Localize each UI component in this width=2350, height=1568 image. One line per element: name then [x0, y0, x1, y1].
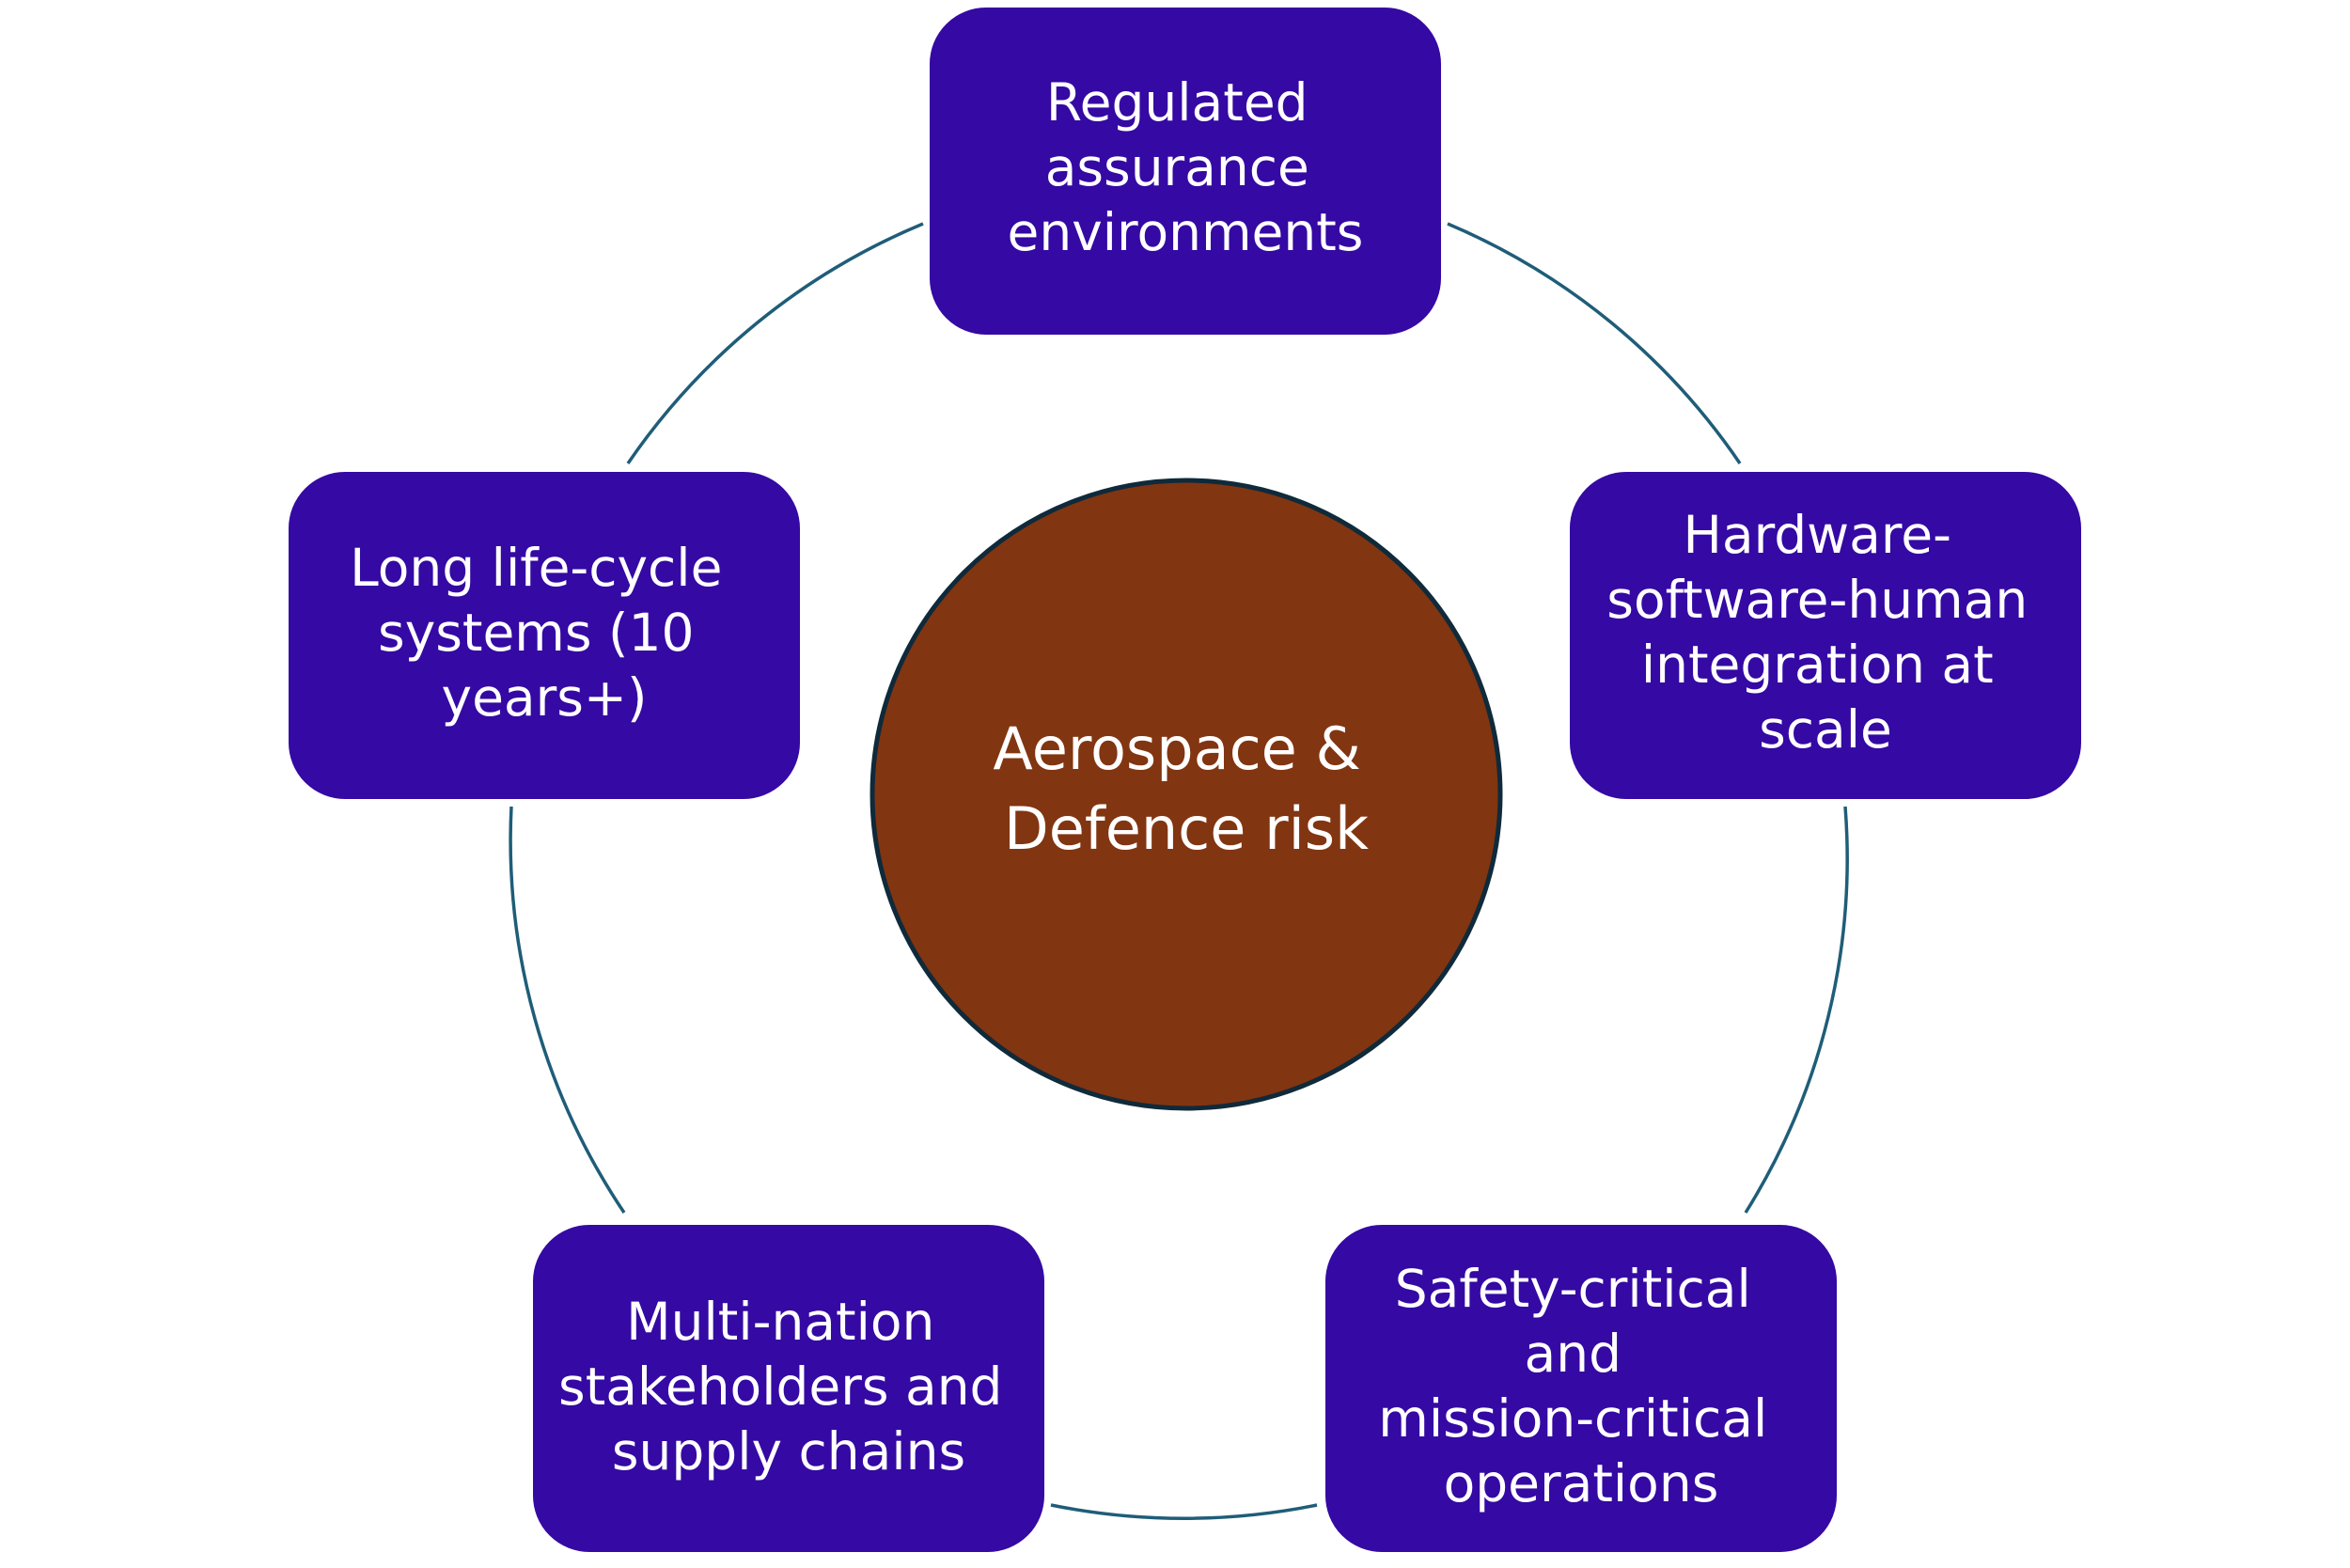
node-safety-critical: Safety-critical and mission-critical ope…	[1322, 1221, 1841, 1556]
node-label-line: environments	[1008, 202, 1364, 262]
center-label-line: Defence risk	[1004, 794, 1369, 863]
node-label-line: Regulated	[1046, 72, 1308, 133]
node-label-line: and	[1525, 1324, 1622, 1384]
node-label: Hardware- software-human integration at …	[1606, 505, 2044, 760]
node-label: Regulated assurance environments	[1008, 72, 1364, 262]
node-regulated-assurance: Regulated assurance environments	[926, 4, 1445, 338]
node-label-line: stakeholders and	[558, 1356, 1002, 1417]
node-long-life-cycle: Long life-cycle systems (10 years+)	[285, 468, 804, 803]
node-label-line: mission-critical	[1378, 1388, 1767, 1449]
node-label-line: operations	[1444, 1453, 1719, 1513]
node-box	[529, 1221, 1048, 1556]
node-label: Long life-cycle systems (10 years+)	[350, 538, 739, 728]
node-label-line: scale	[1759, 699, 1892, 760]
node-label-line: integration at	[1641, 635, 1994, 695]
center-disc	[870, 478, 1503, 1111]
ring-arc-top-left	[626, 222, 924, 464]
node-label: Safety-critical and mission-critical ope…	[1378, 1259, 1784, 1513]
cycle-ring	[509, 222, 1849, 1520]
center-label-line: Aerospace &	[993, 714, 1360, 783]
node-box	[926, 4, 1445, 338]
node-label-line: software-human	[1606, 570, 2028, 630]
node-box	[1566, 468, 2085, 803]
ring-arc-bottom	[1050, 1503, 1318, 1520]
center-label: Aerospace & Defence risk	[993, 714, 1379, 863]
node-label-line: Multi-nation	[626, 1292, 934, 1352]
node-box	[1322, 1221, 1841, 1556]
node-label-line: Hardware-	[1684, 505, 1951, 565]
node-hardware-software-human: Hardware- software-human integration at …	[1566, 468, 2085, 803]
node-label: Multi-nation stakeholders and supply cha…	[558, 1292, 1019, 1482]
ring-arc-right	[1744, 806, 1849, 1214]
node-label-line: Safety-critical	[1395, 1259, 1751, 1319]
ring-arc-top-right	[1447, 222, 1742, 464]
node-label-line: supply chains	[612, 1421, 965, 1482]
ring-arc-left	[509, 806, 626, 1214]
node-label-line: systems (10	[378, 603, 694, 663]
node-label-line: years+)	[442, 667, 648, 728]
node-multi-nation: Multi-nation stakeholders and supply cha…	[529, 1221, 1048, 1556]
node-box	[285, 468, 804, 803]
node-label-line: assurance	[1045, 137, 1309, 197]
node-label-line: Long life-cycle	[350, 538, 722, 598]
center-node: Aerospace & Defence risk	[870, 478, 1503, 1111]
